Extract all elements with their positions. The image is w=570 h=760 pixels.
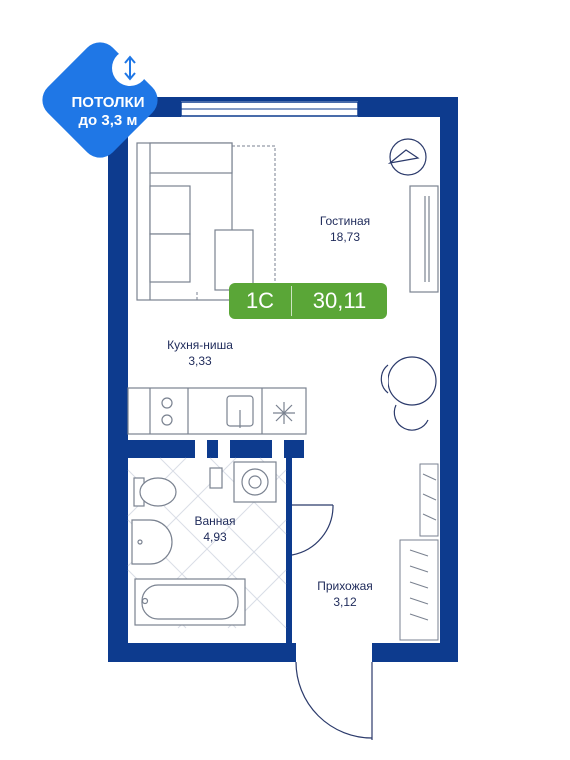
wardrobe bbox=[399, 463, 439, 641]
plant-icon bbox=[387, 138, 427, 176]
apartment-area: 30,11 bbox=[312, 288, 367, 313]
room-bathroom: Ванная 4,93 bbox=[175, 513, 255, 545]
room-kitchen: Кухня-ниша 3,33 bbox=[150, 337, 250, 369]
window-top bbox=[180, 101, 359, 117]
vent-blocks bbox=[195, 440, 284, 458]
apartment-tag: 1С 30,11 bbox=[229, 283, 387, 319]
dining-table bbox=[380, 356, 437, 431]
bathroom-walls bbox=[128, 440, 304, 643]
bathtub bbox=[134, 578, 246, 626]
washing-machine bbox=[233, 461, 277, 503]
room-area: 3,12 bbox=[333, 595, 357, 609]
room-name: Прихожая bbox=[317, 579, 373, 593]
room-area: 3,33 bbox=[188, 354, 212, 368]
outer-walls bbox=[108, 97, 458, 662]
ceiling-height-text: ПОТОЛКИ до 3,3 м bbox=[53, 94, 163, 130]
room-name: Гостиная bbox=[319, 214, 371, 228]
room-hallway: Прихожая 3,12 bbox=[300, 578, 390, 610]
coffee-table bbox=[214, 229, 254, 291]
room-area: 18,73 bbox=[329, 230, 361, 244]
tv-stand bbox=[409, 185, 439, 293]
room-area: 4,93 bbox=[203, 530, 227, 544]
kitchen-counter bbox=[127, 387, 307, 435]
apartment-type: 1С bbox=[229, 286, 292, 316]
sink bbox=[131, 519, 173, 565]
snowflake-icon bbox=[273, 402, 295, 424]
room-name: Ванная bbox=[194, 514, 236, 528]
toilet bbox=[133, 477, 177, 507]
room-living: Гостиная 18,73 bbox=[300, 213, 390, 245]
entrance-door bbox=[295, 661, 373, 740]
room-name: Кухня-ниша bbox=[167, 338, 233, 352]
ceiling-line1: ПОТОЛКИ bbox=[71, 94, 145, 111]
bathroom-door bbox=[291, 504, 334, 556]
water-heater bbox=[209, 467, 223, 489]
ceiling-height-badge bbox=[42, 42, 158, 158]
ceiling-line2: до 3,3 м bbox=[78, 112, 138, 129]
vertical-arrows-icon bbox=[124, 55, 136, 81]
